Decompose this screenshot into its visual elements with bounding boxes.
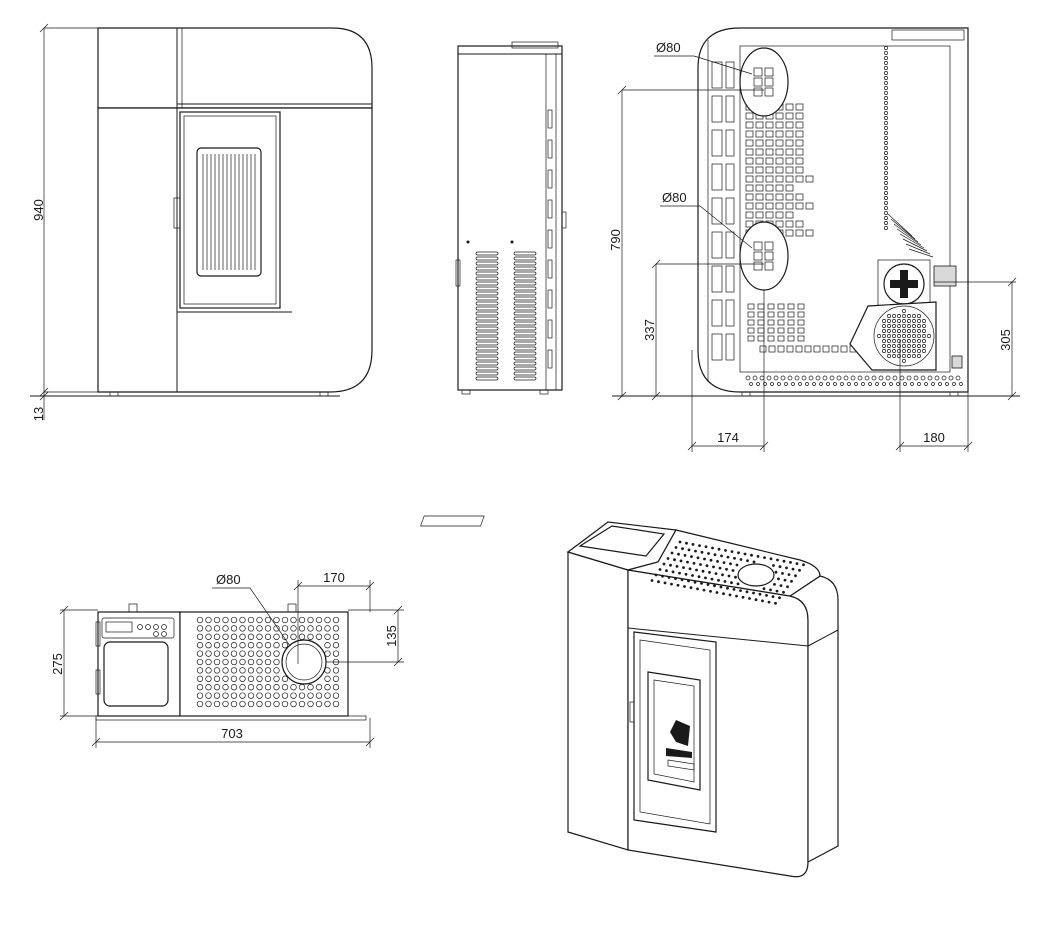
upper-outlet-label: Ø80: [656, 40, 681, 55]
isometric-view: [420, 515, 839, 878]
back-height-790-label: 790: [608, 229, 623, 251]
front-feet-label: 13: [31, 407, 46, 421]
lower-outlet-label: Ø80: [662, 190, 687, 205]
door-glass: [196, 147, 262, 277]
upper-flue-outlet: [739, 47, 789, 117]
top-outlet-label: Ø80: [216, 572, 241, 587]
fan-housing: [849, 301, 937, 371]
top-depth-label: 275: [50, 653, 65, 675]
lower-flue-outlet: [739, 221, 789, 291]
back-height-305-label: 305: [998, 329, 1013, 351]
top-view: 275 703 170 135 Ø80: [50, 570, 404, 748]
back-height-337-label: 337: [642, 319, 657, 341]
front-height-label: 940: [31, 199, 46, 221]
top-offset-135-label: 135: [384, 625, 399, 647]
front-view: 940 13: [30, 23, 373, 421]
top-flue-outlet: [281, 639, 327, 685]
back-view: Ø80 Ø80 790 337 305 174 180: [608, 27, 1020, 452]
top-offset-170-label: 170: [323, 570, 345, 585]
back-offset-174-label: 174: [717, 430, 739, 445]
front-top-panel: [97, 27, 373, 109]
top-width-label: 703: [221, 726, 243, 741]
side-view: [455, 41, 567, 395]
back-offset-180-label: 180: [923, 430, 945, 445]
iso-left-panel: [567, 551, 629, 851]
iso-flue-outlet: [737, 563, 775, 587]
back-panel: [739, 45, 951, 373]
side-body: [457, 45, 563, 391]
